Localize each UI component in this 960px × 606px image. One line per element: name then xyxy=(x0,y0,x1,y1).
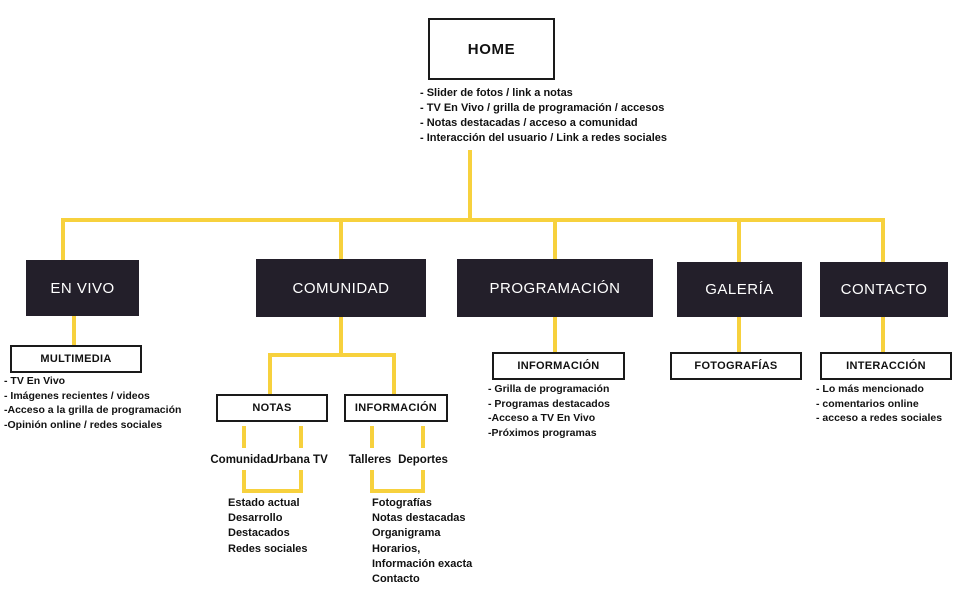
node-en-vivo-label: EN VIVO xyxy=(50,279,115,297)
leaf-comunidad-label: Comunidad xyxy=(210,454,274,466)
node-multimedia-label: MULTIMEDIA xyxy=(40,353,112,365)
node-interaccion-label: INTERACCIÓN xyxy=(846,360,926,372)
node-home[interactable]: HOME xyxy=(428,18,555,80)
home-bullets: - Slider de fotos / link a notas - TV En… xyxy=(420,86,667,146)
node-multimedia[interactable]: MULTIMEDIA xyxy=(10,345,142,373)
connector-urbana-leaf-down xyxy=(299,470,303,492)
en-vivo-bullet-3: -Acceso a la grilla de programación xyxy=(4,404,182,417)
leaf-urbana-tv[interactable]: Urbana TV xyxy=(259,454,339,466)
node-programacion-informacion[interactable]: INFORMACIÓN xyxy=(492,352,625,380)
node-comunidad-informacion-label: INFORMACIÓN xyxy=(354,402,438,414)
connector-main-bus xyxy=(61,218,884,222)
home-bullet-2: - TV En Vivo / grilla de programación / … xyxy=(420,102,665,114)
connector-talleres-leaf-down xyxy=(370,470,374,492)
node-notas[interactable]: NOTAS xyxy=(216,394,328,422)
connector-en-vivo-to-multimedia xyxy=(72,316,76,346)
comunidad-informacion-item-6: Contacto xyxy=(372,573,420,586)
leaf-deportes[interactable]: Deportes xyxy=(388,454,458,466)
connector-notas-to-comunidad-leaf xyxy=(242,426,246,448)
notas-item-4: Redes sociales xyxy=(228,542,308,555)
node-fotografias[interactable]: FOTOGRAFÍAS xyxy=(670,352,802,380)
connector-comunidad-to-notas xyxy=(268,353,272,395)
connector-comunidad-leaf-down xyxy=(242,470,246,492)
connector-programacion-to-informacion xyxy=(553,317,557,353)
connector-drop-galeria xyxy=(737,218,741,262)
comunidad-informacion-item-2: Notas destacadas xyxy=(372,512,466,525)
connector-drop-en-vivo xyxy=(61,218,65,260)
connector-informacion-to-talleres-leaf xyxy=(370,426,374,448)
connector-deportes-leaf-down xyxy=(421,470,425,492)
connector-drop-programacion xyxy=(553,218,557,260)
notas-item-1: Estado actual xyxy=(228,497,300,509)
node-programacion[interactable]: PROGRAMACIÓN xyxy=(457,259,653,317)
connector-contacto-to-interaccion xyxy=(881,317,885,353)
home-bullet-4: - Interacción del usuario / Link a redes… xyxy=(420,132,667,144)
home-bullet-1: - Slider de fotos / link a notas xyxy=(420,87,573,99)
home-bullet-3: - Notas destacadas / acceso a comunidad xyxy=(420,117,638,129)
node-interaccion[interactable]: INTERACCIÓN xyxy=(820,352,952,380)
leaf-deportes-label: Deportes xyxy=(398,454,448,466)
node-notas-label: NOTAS xyxy=(252,402,292,414)
connector-notas-to-urbana-leaf xyxy=(299,426,303,448)
contacto-bullet-2: - comentarios online xyxy=(816,397,919,410)
connector-comunidad-to-informacion xyxy=(392,353,396,395)
contacto-bullets: - Lo más mencionado - comentarios online… xyxy=(816,382,942,426)
node-fotografias-label: FOTOGRAFÍAS xyxy=(694,360,778,372)
notas-items-list: Estado actual Desarrollo Destacados Rede… xyxy=(228,496,308,557)
programacion-bullet-3: -Acceso a TV En Vivo xyxy=(488,412,596,425)
connector-home-trunk xyxy=(468,150,472,220)
node-contacto[interactable]: CONTACTO xyxy=(820,262,948,317)
comunidad-informacion-item-1: Fotografías xyxy=(372,497,432,509)
en-vivo-bullets: - TV En Vivo - Imágenes recientes / vide… xyxy=(4,374,181,432)
node-programacion-informacion-label: INFORMACIÓN xyxy=(517,360,600,372)
contacto-bullet-3: - acceso a redes sociales xyxy=(816,412,943,425)
en-vivo-bullet-2: - Imágenes recientes / videos xyxy=(4,389,150,402)
notas-item-2: Desarrollo xyxy=(228,512,283,525)
comunidad-informacion-item-5: Información exacta xyxy=(372,557,473,570)
node-comunidad-informacion[interactable]: INFORMACIÓN xyxy=(344,394,448,422)
node-galeria-label: GALERÍA xyxy=(705,281,774,298)
en-vivo-bullet-4: -Opinión online / redes sociales xyxy=(4,418,163,431)
node-comunidad-label: COMUNIDAD xyxy=(292,279,390,297)
node-en-vivo[interactable]: EN VIVO xyxy=(26,260,139,316)
contacto-bullet-1: - Lo más mencionado xyxy=(816,383,924,395)
leaf-talleres[interactable]: Talleres xyxy=(335,454,405,466)
connector-informacion-to-deportes-leaf xyxy=(421,426,425,448)
connector-informacion-merge xyxy=(370,489,425,493)
comunidad-informacion-item-4: Horarios, xyxy=(372,542,421,555)
programacion-bullet-4: -Próximos programas xyxy=(488,426,597,439)
connector-drop-comunidad xyxy=(339,218,343,260)
node-galeria[interactable]: GALERÍA xyxy=(677,262,802,317)
leaf-comunidad[interactable]: Comunidad xyxy=(192,454,292,466)
comunidad-informacion-item-3: Organigrama xyxy=(372,527,441,540)
programacion-bullets: - Grilla de programación - Programas des… xyxy=(488,382,610,440)
leaf-talleres-label: Talleres xyxy=(348,454,392,466)
connector-comunidad-bracket xyxy=(268,353,396,357)
programacion-bullet-1: - Grilla de programación xyxy=(488,383,610,395)
node-comunidad[interactable]: COMUNIDAD xyxy=(256,259,426,317)
node-home-label: HOME xyxy=(467,40,516,58)
programacion-bullet-2: - Programas destacados xyxy=(488,397,610,410)
connector-galeria-to-fotografias xyxy=(737,317,741,353)
leaf-urbana-tv-label: Urbana TV xyxy=(270,454,328,466)
comunidad-informacion-items-list: Fotografías Notas destacadas Organigrama… xyxy=(372,496,472,587)
connector-comunidad-stem xyxy=(339,317,343,355)
connector-notas-merge xyxy=(242,489,303,493)
node-contacto-label: CONTACTO xyxy=(840,281,928,298)
notas-item-3: Destacados xyxy=(228,527,290,540)
connector-drop-contacto xyxy=(881,218,885,262)
node-programacion-label: PROGRAMACIÓN xyxy=(489,279,621,297)
en-vivo-bullet-1: - TV En Vivo xyxy=(4,375,66,387)
